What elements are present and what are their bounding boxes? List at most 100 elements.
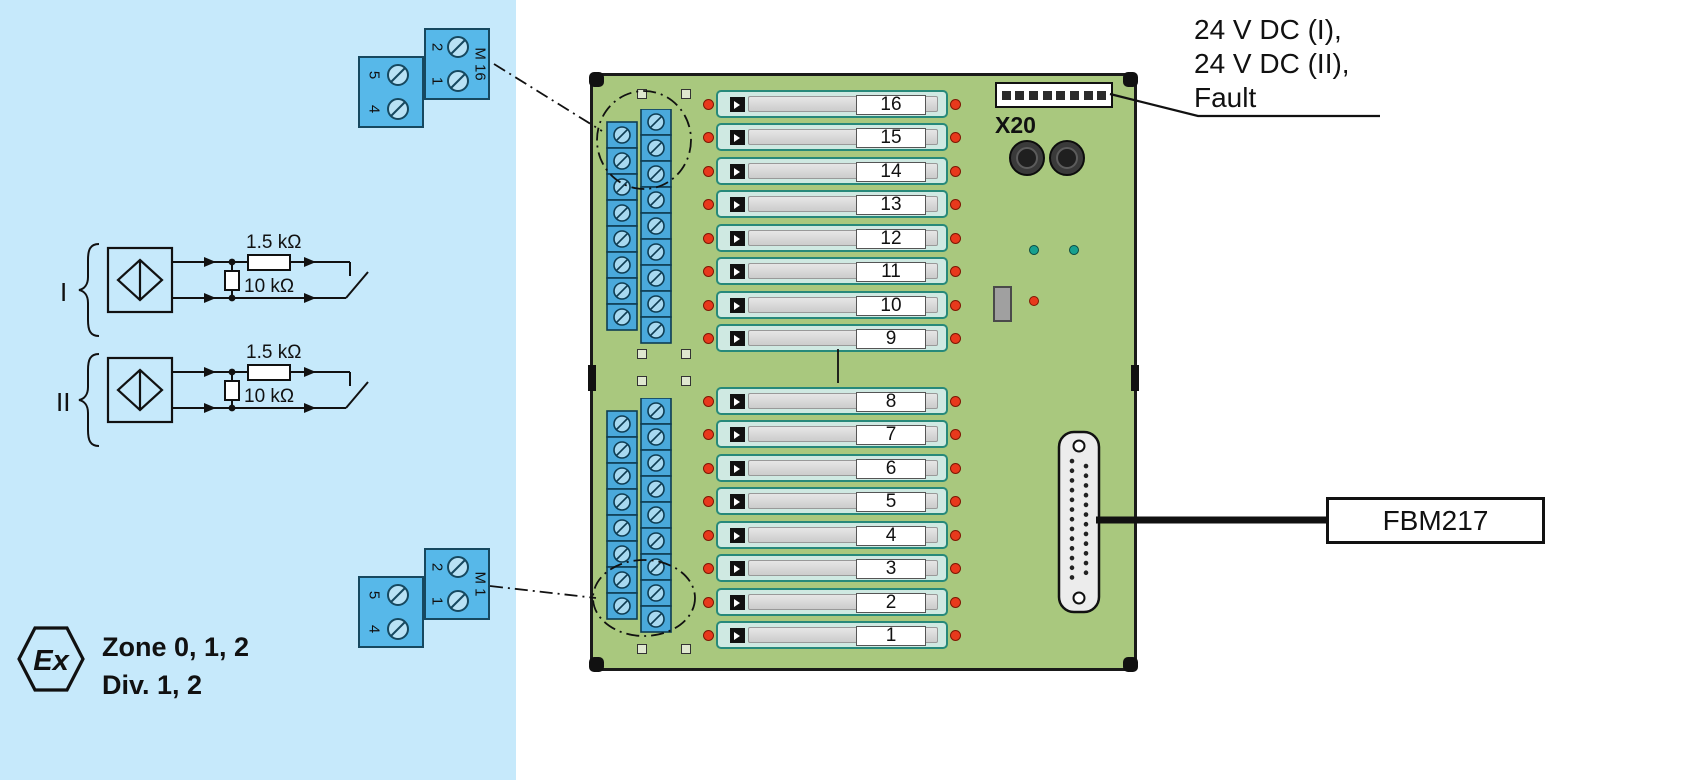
relay-module: 8	[703, 387, 961, 415]
field-terminal-strip-top	[606, 109, 672, 344]
module-clip-right	[950, 395, 961, 407]
module-body: 2	[716, 588, 948, 616]
relay-module: 1	[703, 621, 961, 649]
screw-icon	[387, 584, 409, 606]
module-body: 13	[716, 190, 948, 218]
status-led	[1069, 245, 1079, 255]
module-clip-right	[950, 131, 961, 143]
board-edge-notch	[1131, 365, 1139, 391]
screw-icon	[387, 98, 409, 120]
relay-module: 10	[703, 291, 961, 319]
relay-module: 15	[703, 123, 961, 151]
module-number: 8	[856, 392, 926, 412]
relay-module: 16	[703, 90, 961, 118]
module-clip-right	[950, 428, 961, 440]
module-number: 4	[856, 526, 926, 546]
module-body: 12	[716, 224, 948, 252]
junction-dot	[228, 404, 236, 412]
module-clip-left	[703, 462, 714, 474]
junction-dot	[228, 258, 236, 266]
series-resistor	[247, 254, 291, 271]
sensor-circuit-ii: II 1.5 kΩ	[56, 344, 369, 447]
connector-screw-hole	[1072, 591, 1086, 605]
relay-chip-icon	[730, 594, 745, 610]
relay-chip-icon	[730, 129, 745, 145]
relay-chip-icon	[730, 263, 745, 279]
hazardous-area-panel: 2 1 M 16 5 4 I	[0, 0, 516, 780]
module-number: 6	[856, 459, 926, 479]
module-clip-left	[703, 332, 714, 344]
series-resistor-label: 1.5 kΩ	[246, 344, 301, 363]
fuse-holder	[1009, 140, 1045, 176]
pin-number: 5	[366, 71, 383, 79]
pin-number: 4	[366, 625, 383, 633]
pin-number: 1	[429, 597, 446, 605]
module-number: 3	[856, 559, 926, 579]
relay-chip-icon	[730, 163, 745, 179]
relay-chip-icon	[730, 426, 745, 442]
shunt-resistor	[224, 270, 240, 291]
module-clip-right	[950, 165, 961, 177]
module-clip-right	[950, 299, 961, 311]
relay-chip-icon	[730, 560, 745, 576]
x20-pin	[1056, 90, 1066, 100]
module-body: 6	[716, 454, 948, 482]
module-body: 8	[716, 387, 948, 415]
circuit-label: I	[60, 277, 67, 307]
module-clip-left	[703, 98, 714, 110]
terminal-block-m1-right: 2 1 M 1	[424, 548, 490, 620]
brace-icon	[78, 243, 100, 337]
module-number: 11	[856, 262, 926, 282]
module-clip-right	[950, 529, 961, 541]
module-clip-right	[950, 332, 961, 344]
board-corner	[589, 657, 604, 672]
module-number: 14	[856, 162, 926, 182]
power-line-2: 24 V DC (II),	[1194, 48, 1350, 79]
shunt-resistor-label: 10 kΩ	[244, 386, 294, 407]
relay-module: 11	[703, 257, 961, 285]
power-line-3: Fault	[1194, 82, 1257, 113]
board-corner	[1123, 72, 1138, 87]
module-clip-left	[703, 131, 714, 143]
module-clip-left	[703, 596, 714, 608]
mounting-hole	[681, 376, 691, 386]
module-clip-left	[703, 165, 714, 177]
module-number: 5	[856, 492, 926, 512]
relay-chip-icon	[730, 627, 745, 643]
zone-rating-text: Zone 0, 1, 2 Div. 1, 2	[102, 628, 249, 704]
pin-number: 2	[429, 43, 446, 51]
ex-atex-logo: Ex	[17, 626, 85, 692]
module-number: 7	[856, 425, 926, 445]
relay-chip-icon	[730, 527, 745, 543]
module-clip-right	[950, 265, 961, 277]
module-number: 2	[856, 593, 926, 613]
relay-module: 5	[703, 487, 961, 515]
pin-number: 5	[366, 591, 383, 599]
x20-pin	[1015, 90, 1025, 100]
relay-module: 3	[703, 554, 961, 582]
module-body: 3	[716, 554, 948, 582]
brace-icon	[78, 353, 100, 447]
module-clip-left	[703, 232, 714, 244]
relay-chip-icon	[730, 460, 745, 476]
x20-connector	[995, 82, 1113, 108]
sensor-circuit-i: I 1.5 kΩ	[60, 234, 369, 337]
module-clip-left	[703, 395, 714, 407]
x20-pin	[1083, 90, 1093, 100]
module-body: 7	[716, 420, 948, 448]
module-clip-left	[703, 428, 714, 440]
module-clip-right	[950, 596, 961, 608]
module-body: 11	[716, 257, 948, 285]
board-corner	[589, 72, 604, 87]
module-clip-right	[950, 495, 961, 507]
module-clip-right	[950, 562, 961, 574]
relay-module: 2	[703, 588, 961, 616]
board-edge-notch	[588, 365, 596, 391]
power-annotation: 24 V DC (I), 24 V DC (II), Fault	[1194, 13, 1350, 115]
module-body: 10	[716, 291, 948, 319]
pin-number: 2	[429, 563, 446, 571]
relay-chip-icon	[730, 230, 745, 246]
module-clip-left	[703, 629, 714, 641]
relay-module: 13	[703, 190, 961, 218]
